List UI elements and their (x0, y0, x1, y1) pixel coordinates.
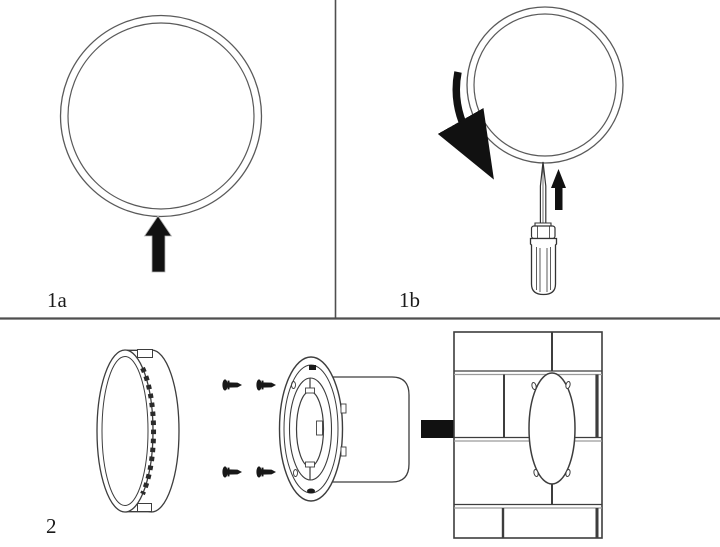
plate-center-clip (316, 420, 323, 436)
panel-2 (96, 331, 603, 539)
cover-vent-slots (140, 366, 157, 496)
plate-screw-hole (291, 381, 296, 389)
wall-oval-hole (528, 372, 576, 485)
fan-cover (96, 349, 180, 513)
panel-dividers (0, 0, 720, 320)
cover-top-notch (137, 349, 153, 358)
up-arrow-icon (143, 215, 173, 273)
step-label-2: 2 (46, 514, 57, 538)
plate-side-tab (340, 446, 347, 457)
screw-icon (221, 465, 243, 479)
panel-1b (437, 6, 624, 296)
mortar-joints (454, 370, 602, 509)
screw-icon (221, 378, 243, 392)
screw-icon (255, 465, 277, 479)
plate-top-mark (309, 365, 316, 370)
ring-inner-circle (67, 22, 255, 210)
cover-bottom-notch (137, 503, 152, 512)
mounting-screws (221, 378, 277, 479)
brick-wall (453, 331, 603, 539)
step-label-1b: 1b (399, 288, 420, 312)
ring-inner-circle (473, 13, 617, 157)
step-label-1a: 1a (47, 288, 67, 312)
screwdriver-icon (529, 161, 558, 296)
push-up-arrow-icon (551, 169, 566, 210)
panel-1a (59, 14, 263, 273)
duct-tube (329, 376, 410, 483)
plate-screw-hole (293, 469, 298, 477)
rotate-counterclockwise-arrow-icon (437, 71, 494, 180)
plate-bottom-mark (307, 488, 315, 494)
ring-outer-circle (466, 6, 624, 164)
mounting-plate (278, 356, 347, 502)
screw-icon (255, 378, 277, 392)
plate-side-tab (340, 403, 347, 414)
ring-outer-circle (59, 14, 263, 218)
wall-screw-holes (531, 380, 571, 478)
